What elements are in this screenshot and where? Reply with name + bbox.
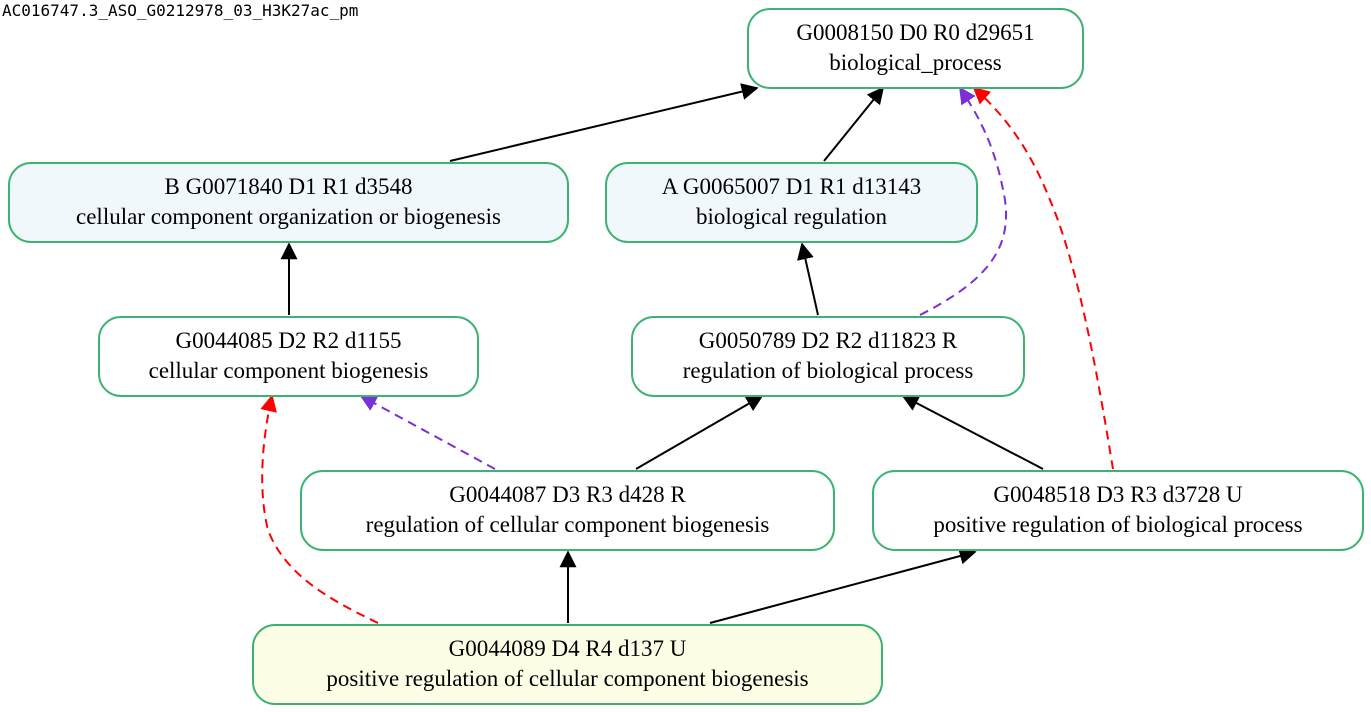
node-term-label: biological regulation [696,204,887,229]
edge-go0044089-to-go0048518 [709,547,977,624]
node-term-label: regulation of cellular component biogene… [366,512,770,537]
edge-go0044089-to-go0044085 [260,394,379,624]
nodes-layer: G0008150 D0 R0 d29651 biological_processB… [8,8,1364,705]
edge-go0050789-to-go0065007 [797,242,819,316]
node-box [605,162,978,243]
node-id-label: B G0071840 D1 R1 d3548 [165,174,413,199]
node-term-label: cellular component organization or bioge… [76,204,501,229]
node-id-label: G0050789 D2 R2 d11823 R [699,328,958,353]
node-id-label: G0044085 D2 R2 d1155 [176,328,402,353]
edge-go0048518-to-go0050789 [901,395,1044,470]
node-go0044089[interactable]: G0044089 D4 R4 d137 U positive regulation… [252,624,883,705]
node-term-label: regulation of biological process [683,358,974,383]
node-box [252,624,883,705]
node-box [872,470,1364,551]
node-term-label: biological_process [829,50,1002,75]
node-id-label: G0048518 D3 R3 d3728 U [993,482,1243,507]
edge-go0050789-to-go0008150 [919,86,1008,316]
node-go0050789[interactable]: G0050789 D2 R2 d11823 R regulation of bio… [631,316,1025,397]
node-term-label: positive regulation of cellular componen… [326,666,808,691]
node-term-label: cellular component biogenesis [149,358,429,383]
node-box [631,316,1025,397]
node-go0044085[interactable]: G0044085 D2 R2 d1155 cellular component b… [98,316,479,397]
edge-go0044087-to-go0050789 [635,395,764,470]
node-term-label: positive regulation of biological proces… [933,512,1302,537]
node-id-label: G0044089 D4 R4 d137 U [449,636,687,661]
node-go0044087[interactable]: G0044087 D3 R3 d428 R regulation of cellu… [300,470,835,551]
node-go0048518[interactable]: G0048518 D3 R3 d3728 U positive regulatio… [872,470,1364,551]
edge-go0071840-to-go0008150 [449,83,759,162]
edge-go0048518-to-go0008150 [972,86,1114,470]
diagram-caption: AC016747.3_ASO_G0212978_03_H3K27ac_pm [2,1,359,20]
edge-go0044087-to-go0044085 [359,395,496,470]
edges-layer [260,83,1114,624]
node-id-label: A G0065007 D1 R1 d13143 [662,174,921,199]
node-box [98,316,479,397]
edge-go0065007-to-go0008150 [823,86,885,162]
node-go0071840[interactable]: B G0071840 D1 R1 d3548 cellular component… [8,162,569,243]
node-box [300,470,835,551]
node-id-label: G0044087 D3 R3 d428 R [449,482,686,507]
node-box [8,162,569,243]
node-go0065007[interactable]: A G0065007 D1 R1 d13143 biological regula… [605,162,978,243]
node-go0008150[interactable]: G0008150 D0 R0 d29651 biological_process [747,8,1084,89]
node-box [747,8,1084,89]
node-id-label: G0008150 D0 R0 d29651 [796,20,1034,45]
